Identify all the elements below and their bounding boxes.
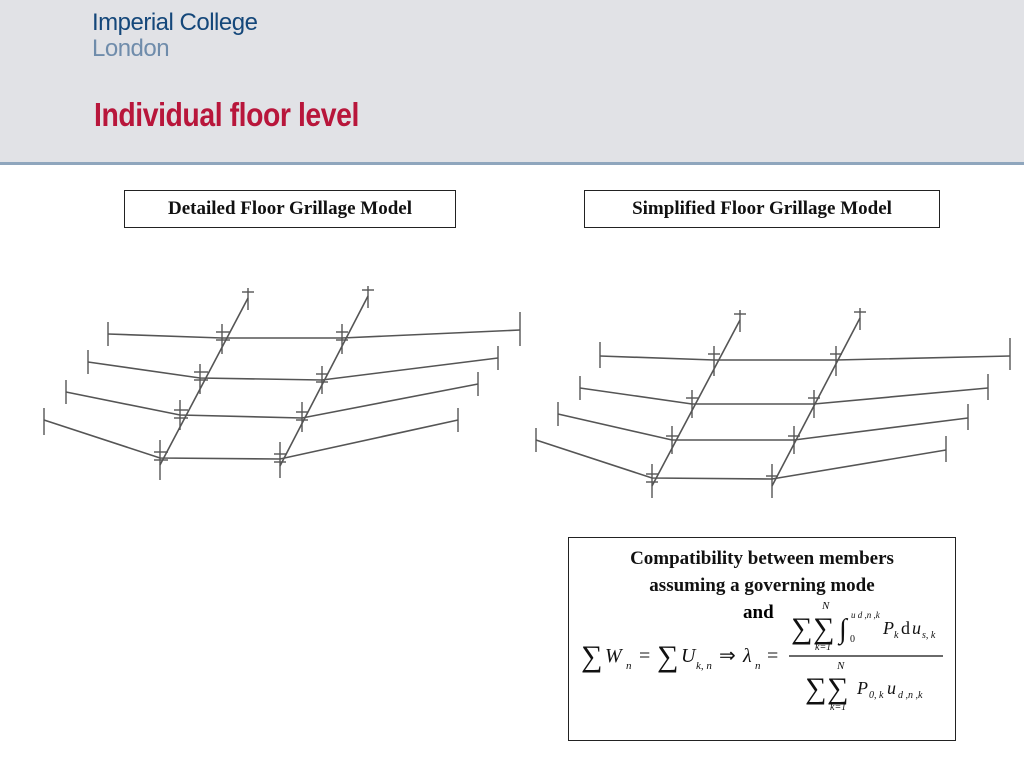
svg-text:n: n bbox=[755, 660, 761, 672]
formula-line-2: assuming a governing mode bbox=[649, 575, 875, 596]
slide-title: Individual floor level bbox=[94, 96, 359, 133]
svg-text:=: = bbox=[639, 645, 650, 667]
svg-text:N: N bbox=[836, 660, 845, 672]
svg-text:k=1: k=1 bbox=[830, 702, 846, 713]
svg-text:0: 0 bbox=[850, 634, 855, 645]
logo-line-1: Imperial College bbox=[92, 9, 258, 36]
imperial-logo: Imperial College London bbox=[92, 9, 258, 62]
svg-text:u: u bbox=[912, 618, 921, 638]
svg-text:k=1: k=1 bbox=[815, 642, 831, 653]
svg-text:u d ,n ,k: u d ,n ,k bbox=[851, 610, 881, 620]
svg-text:∑: ∑ bbox=[805, 672, 826, 705]
svg-text:∑: ∑ bbox=[827, 672, 848, 705]
svg-text:n: n bbox=[626, 660, 632, 672]
svg-text:s, k: s, k bbox=[922, 630, 936, 641]
svg-text:∑: ∑ bbox=[791, 612, 812, 645]
svg-text:u: u bbox=[887, 678, 896, 698]
svg-text:P: P bbox=[856, 678, 868, 698]
svg-text:∫: ∫ bbox=[837, 614, 849, 646]
formula-and: and bbox=[743, 602, 774, 623]
svg-text:⇒: ⇒ bbox=[719, 645, 736, 667]
svg-text:d ,n ,k: d ,n ,k bbox=[898, 690, 923, 701]
formula-line-1: Compatibility between members bbox=[630, 548, 894, 569]
svg-text:λ: λ bbox=[742, 645, 752, 667]
slide-header: Imperial College London Individual floor… bbox=[0, 0, 1024, 165]
svg-text:P: P bbox=[882, 618, 894, 638]
svg-text:N: N bbox=[821, 600, 830, 612]
logo-line-2: London bbox=[92, 35, 170, 62]
svg-text:∑: ∑ bbox=[657, 640, 678, 673]
simplified-model-caption: Simplified Floor Grillage Model bbox=[584, 190, 940, 228]
svg-text:k, n: k, n bbox=[696, 660, 712, 672]
svg-text:∑: ∑ bbox=[581, 640, 602, 673]
compatibility-formula-box: Compatibility between members assuming a… bbox=[568, 537, 956, 741]
detailed-grillage-diagram bbox=[43, 286, 521, 480]
svg-text:d: d bbox=[901, 618, 910, 638]
svg-text:U: U bbox=[681, 645, 697, 667]
svg-text:k: k bbox=[894, 630, 899, 641]
svg-text:0, k: 0, k bbox=[869, 690, 884, 701]
svg-text:∑: ∑ bbox=[813, 612, 834, 645]
detailed-model-caption: Detailed Floor Grillage Model bbox=[124, 190, 456, 228]
energy-equation: ∑ W n = ∑ U k, n ⇒ λ n = ∑ ∑ N k=1 ∫ u d… bbox=[581, 600, 943, 713]
simplified-grillage-diagram bbox=[535, 308, 1011, 498]
svg-text:=: = bbox=[767, 645, 778, 667]
svg-text:W: W bbox=[605, 645, 624, 667]
